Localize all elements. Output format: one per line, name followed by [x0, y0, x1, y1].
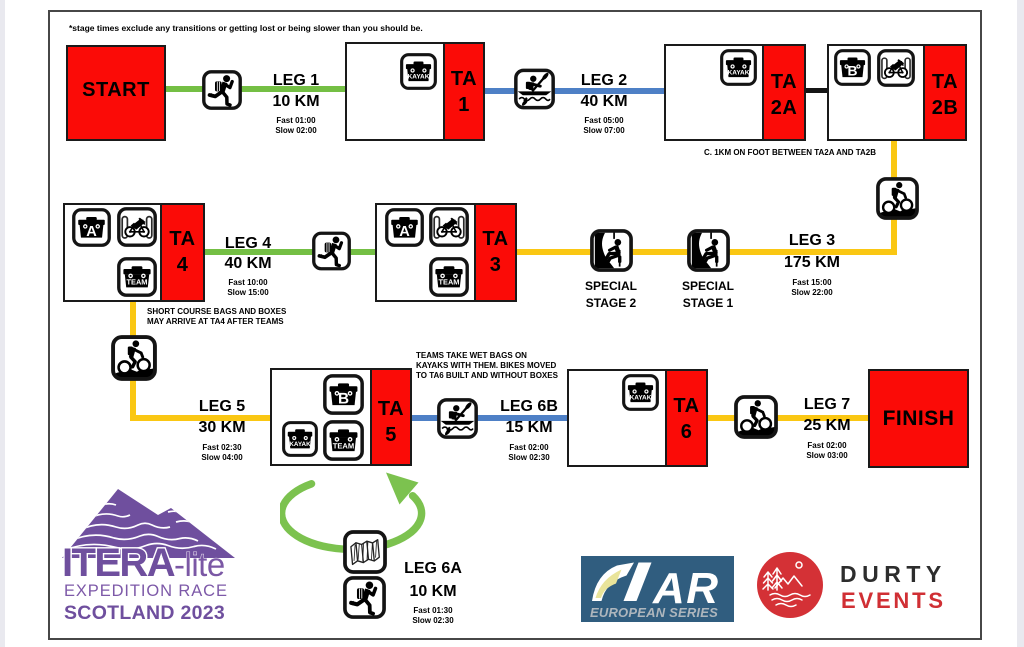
svg-text:ITERA: ITERA — [62, 541, 175, 585]
svg-text:SCOTLAND 2023: SCOTLAND 2023 — [64, 602, 225, 624]
svg-text:AR: AR — [652, 564, 720, 613]
svg-text:-lite: -lite — [174, 546, 225, 583]
svg-text:EXPEDITION RACE: EXPEDITION RACE — [64, 582, 228, 600]
svg-text:EUROPEAN SERIES: EUROPEAN SERIES — [590, 605, 718, 620]
